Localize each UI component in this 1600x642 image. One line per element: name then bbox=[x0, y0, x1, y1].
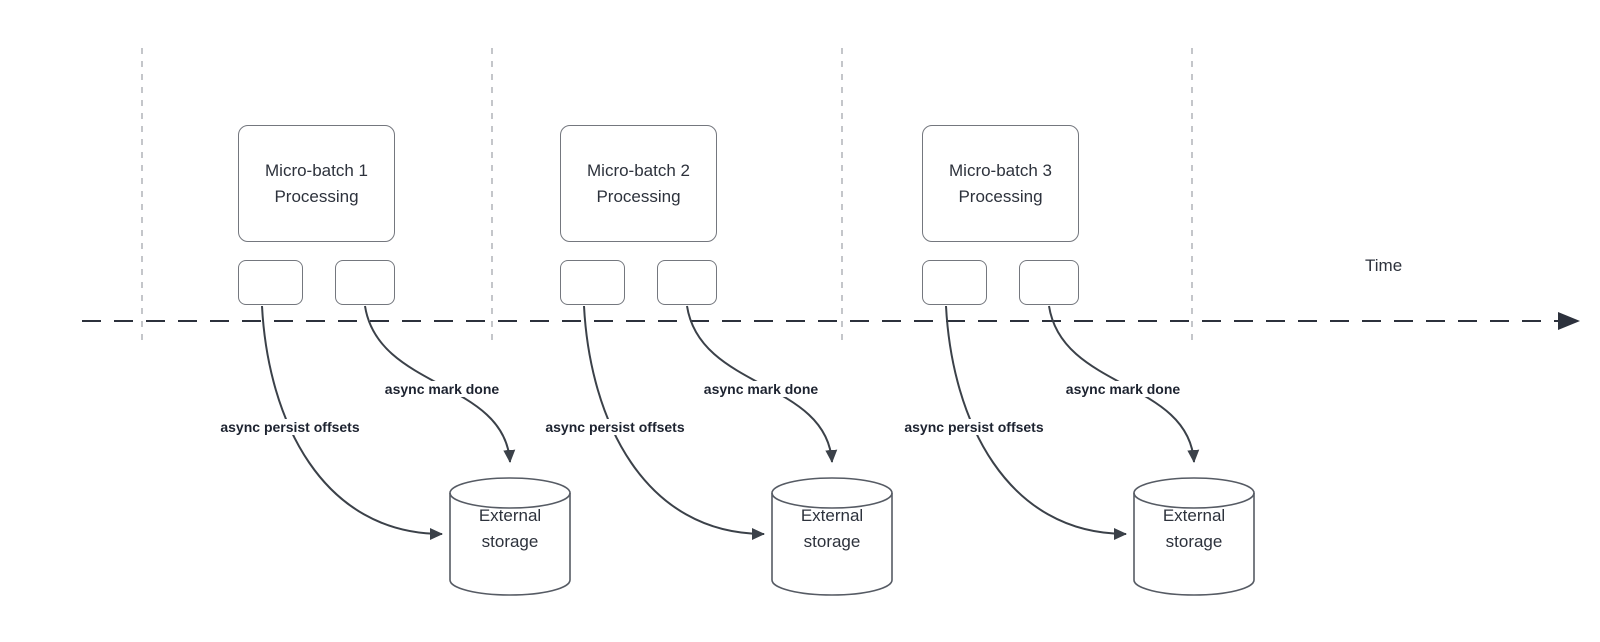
time-axis-label: Time bbox=[1365, 256, 1403, 275]
persist-offsets-edge-label: async persist offsets bbox=[542, 419, 688, 435]
cylinder-rim bbox=[1133, 492, 1255, 509]
micro-batch-1-processing-box: Micro-batch 1 Processing bbox=[238, 125, 395, 242]
micro-batch-2-offset-task-box bbox=[560, 260, 625, 305]
micro-batch-1-offset-task-box bbox=[238, 260, 303, 305]
cylinder-rim bbox=[449, 492, 571, 509]
external-storage-label-1: External storage bbox=[478, 506, 542, 551]
mark-done-edge-label: async mark done bbox=[381, 381, 503, 397]
mark-done-edge-label: async mark done bbox=[1062, 381, 1184, 397]
persist-offsets-arrow bbox=[261, 305, 443, 540]
persist-offsets-arrow bbox=[945, 305, 1127, 540]
cylinder-rim bbox=[771, 492, 893, 509]
micro-batch-1-commit-task-box bbox=[335, 260, 395, 305]
micro-batch-3-commit-task-box bbox=[1019, 260, 1079, 305]
micro-batch-1-processing-label: Micro-batch 1 Processing bbox=[265, 160, 368, 206]
mark-done-edge-label: async mark done bbox=[700, 381, 822, 397]
external-storage-label-3: External storage bbox=[1162, 506, 1226, 551]
micro-batch-2-commit-task-box bbox=[657, 260, 717, 305]
persist-offsets-arrow bbox=[583, 305, 765, 540]
micro-batch-3-processing-label: Micro-batch 3 Processing bbox=[949, 160, 1052, 206]
external-storage-cylinder bbox=[771, 477, 893, 596]
time-axis-arrowhead-icon bbox=[1558, 312, 1580, 330]
micro-batch-3-processing-box: Micro-batch 3 Processing bbox=[922, 125, 1079, 242]
micro-batch-2-processing-box: Micro-batch 2 Processing bbox=[560, 125, 717, 242]
group-3-shapes bbox=[945, 305, 1255, 596]
persist-offsets-edge-label: async persist offsets bbox=[217, 419, 363, 435]
persist-offsets-edge-label: async persist offsets bbox=[901, 419, 1047, 435]
external-storage-cylinder bbox=[1133, 477, 1255, 596]
micro-batch-3-offset-task-box bbox=[922, 260, 987, 305]
external-storage-cylinder bbox=[449, 477, 571, 596]
micro-batch-2-processing-label: Micro-batch 2 Processing bbox=[587, 160, 690, 206]
external-storage-label-2: External storage bbox=[800, 506, 864, 551]
